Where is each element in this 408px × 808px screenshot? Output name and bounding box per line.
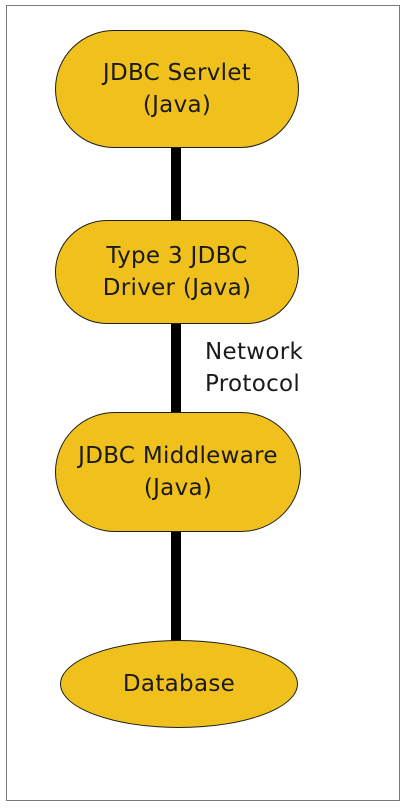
edge-label-line2: Protocol	[205, 371, 301, 397]
node-jdbc-servlet-line1: JDBC Servlet	[102, 60, 252, 86]
connector-servlet-driver	[171, 145, 181, 225]
edge-label-network-protocol: Network Protocol	[205, 336, 303, 400]
edge-label-line1: Network	[205, 339, 304, 365]
node-jdbc-middleware-line1: JDBC Middleware	[78, 443, 278, 469]
node-type3-jdbc-driver-line1: Type 3 JDBC	[106, 243, 248, 269]
node-jdbc-middleware-line2: (Java)	[143, 475, 213, 501]
node-database: Database	[60, 640, 298, 728]
node-jdbc-servlet-line2: (Java)	[142, 92, 212, 118]
connector-middleware-database	[171, 528, 181, 650]
node-type3-jdbc-driver-line2: Driver (Java)	[102, 275, 252, 301]
node-type3-jdbc-driver: Type 3 JDBC Driver (Java)	[55, 220, 299, 324]
node-jdbc-servlet: JDBC Servlet (Java)	[55, 30, 299, 148]
connector-driver-middleware	[171, 320, 181, 420]
node-jdbc-middleware: JDBC Middleware (Java)	[55, 412, 301, 532]
node-database-label: Database	[122, 671, 236, 697]
